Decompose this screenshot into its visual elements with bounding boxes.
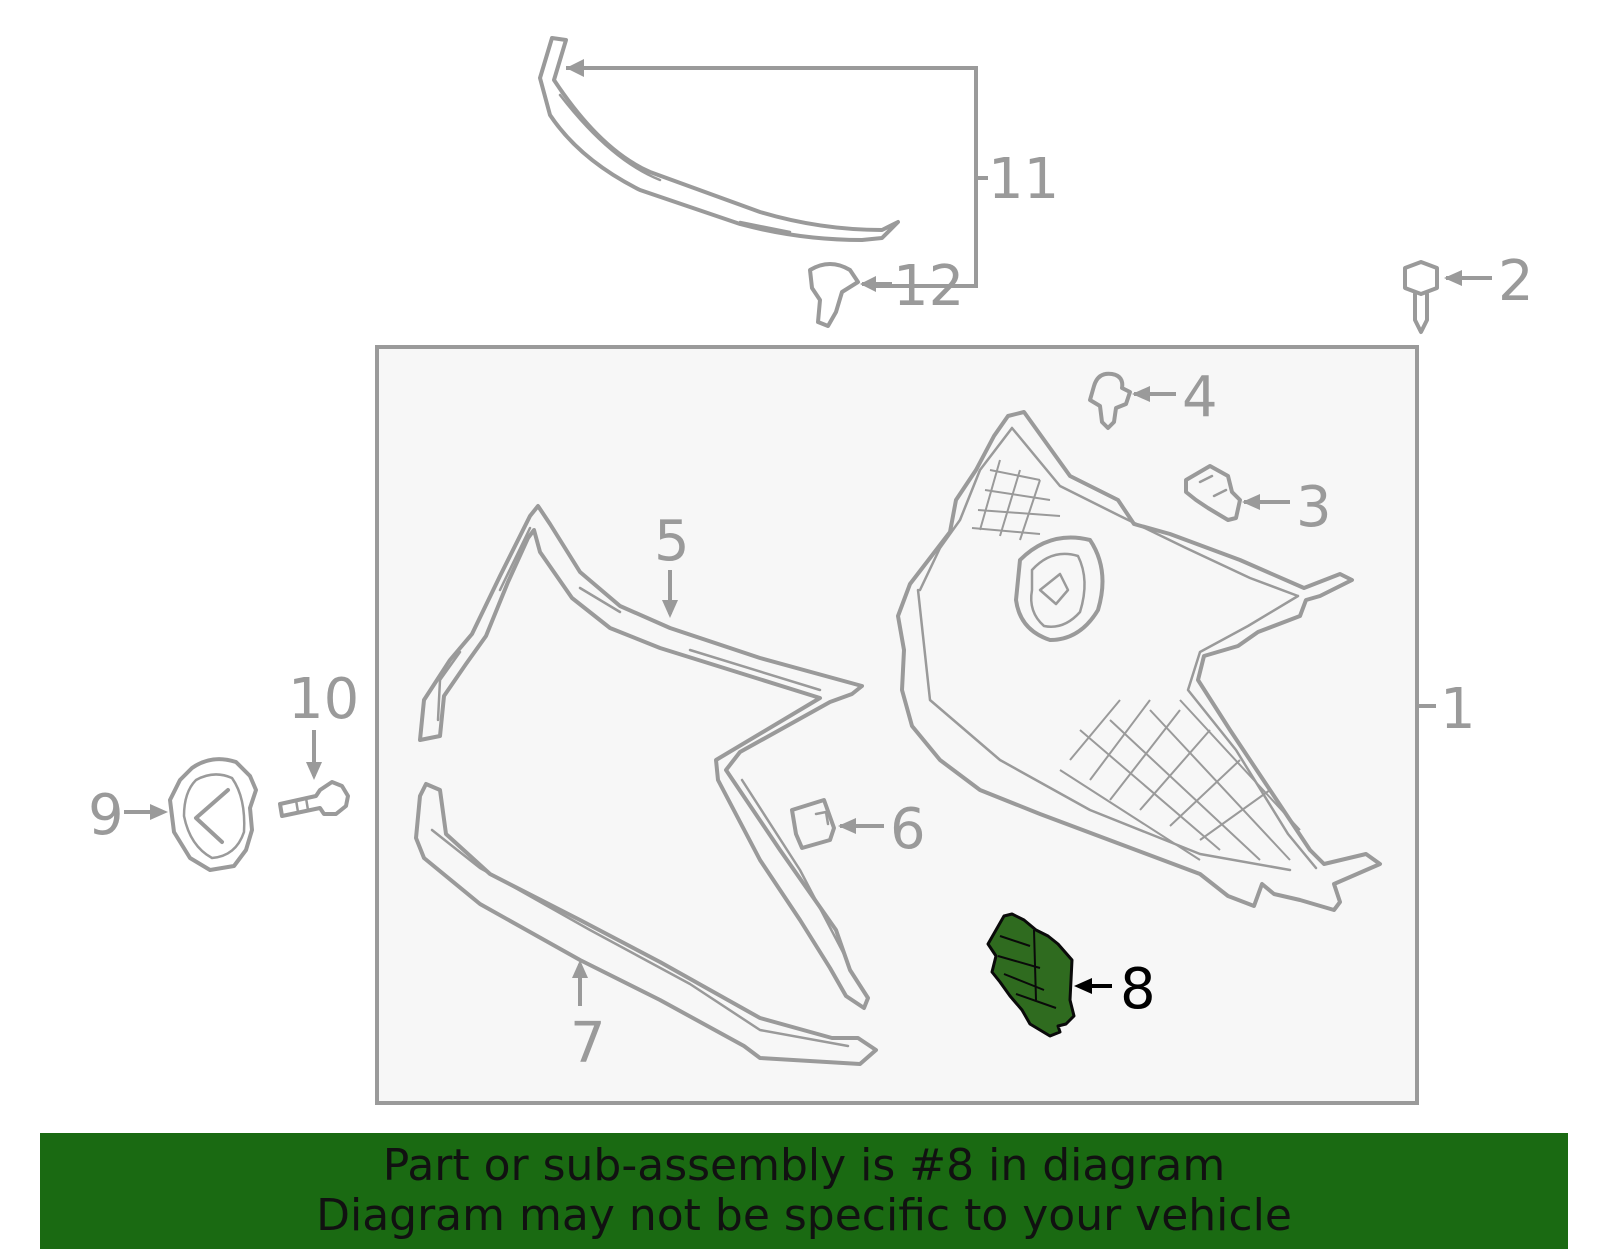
info-banner-bg (40, 1133, 1568, 1249)
part-8-highlighted[interactable] (986, 912, 1076, 1038)
callout-4: 4 (1182, 365, 1218, 430)
callout-3: 3 (1296, 475, 1332, 540)
arrow-12 (860, 276, 876, 292)
arrow-8 (1074, 978, 1092, 994)
part-1-grille[interactable] (896, 410, 1382, 912)
part-7-lower-molding[interactable] (414, 782, 878, 1066)
callout-5: 5 (654, 509, 690, 574)
callout-10: 10 (288, 667, 359, 732)
part-2-bolt[interactable] (1403, 260, 1439, 334)
arrow-7 (572, 960, 588, 978)
callout-7: 7 (570, 1011, 606, 1076)
part-5-frame-molding[interactable] (418, 504, 870, 1010)
part-6-clip[interactable] (790, 798, 836, 850)
part-11-upper-molding[interactable] (538, 36, 900, 242)
arrow-11 (566, 59, 584, 77)
arrow-9 (150, 804, 168, 820)
grille-mesh-upper (971, 459, 1061, 541)
part-3-bracket[interactable] (1184, 464, 1242, 522)
banner-line-1: Part or sub-assembly is #8 in diagram (382, 1140, 1226, 1191)
callout-1: 1 (1440, 677, 1476, 742)
callout-8: 8 (1120, 957, 1156, 1022)
arrow-5 (662, 600, 678, 618)
arrow-3 (1242, 494, 1260, 510)
callout-11: 11 (988, 147, 1059, 212)
arrow-2 (1444, 270, 1462, 286)
banner-line-2: Diagram may not be specific to your vehi… (316, 1190, 1292, 1241)
part-4-push-clip[interactable] (1088, 371, 1132, 430)
part-10-screw[interactable] (278, 780, 350, 818)
part-12-clip[interactable] (808, 262, 860, 328)
grille-mesh-lower (1059, 699, 1301, 861)
callout-6: 6 (890, 797, 926, 862)
info-banner: Part or sub-assembly is #8 in diagram Di… (40, 1133, 1568, 1249)
arrow-6 (838, 818, 856, 834)
part-9-emblem[interactable] (168, 757, 258, 872)
arrow-4 (1132, 386, 1150, 402)
arrow-10 (306, 762, 322, 780)
assembly-panel (375, 345, 1419, 1105)
callout-2: 2 (1498, 249, 1534, 314)
callout-12: 12 (893, 254, 964, 319)
callout-9: 9 (88, 783, 124, 848)
